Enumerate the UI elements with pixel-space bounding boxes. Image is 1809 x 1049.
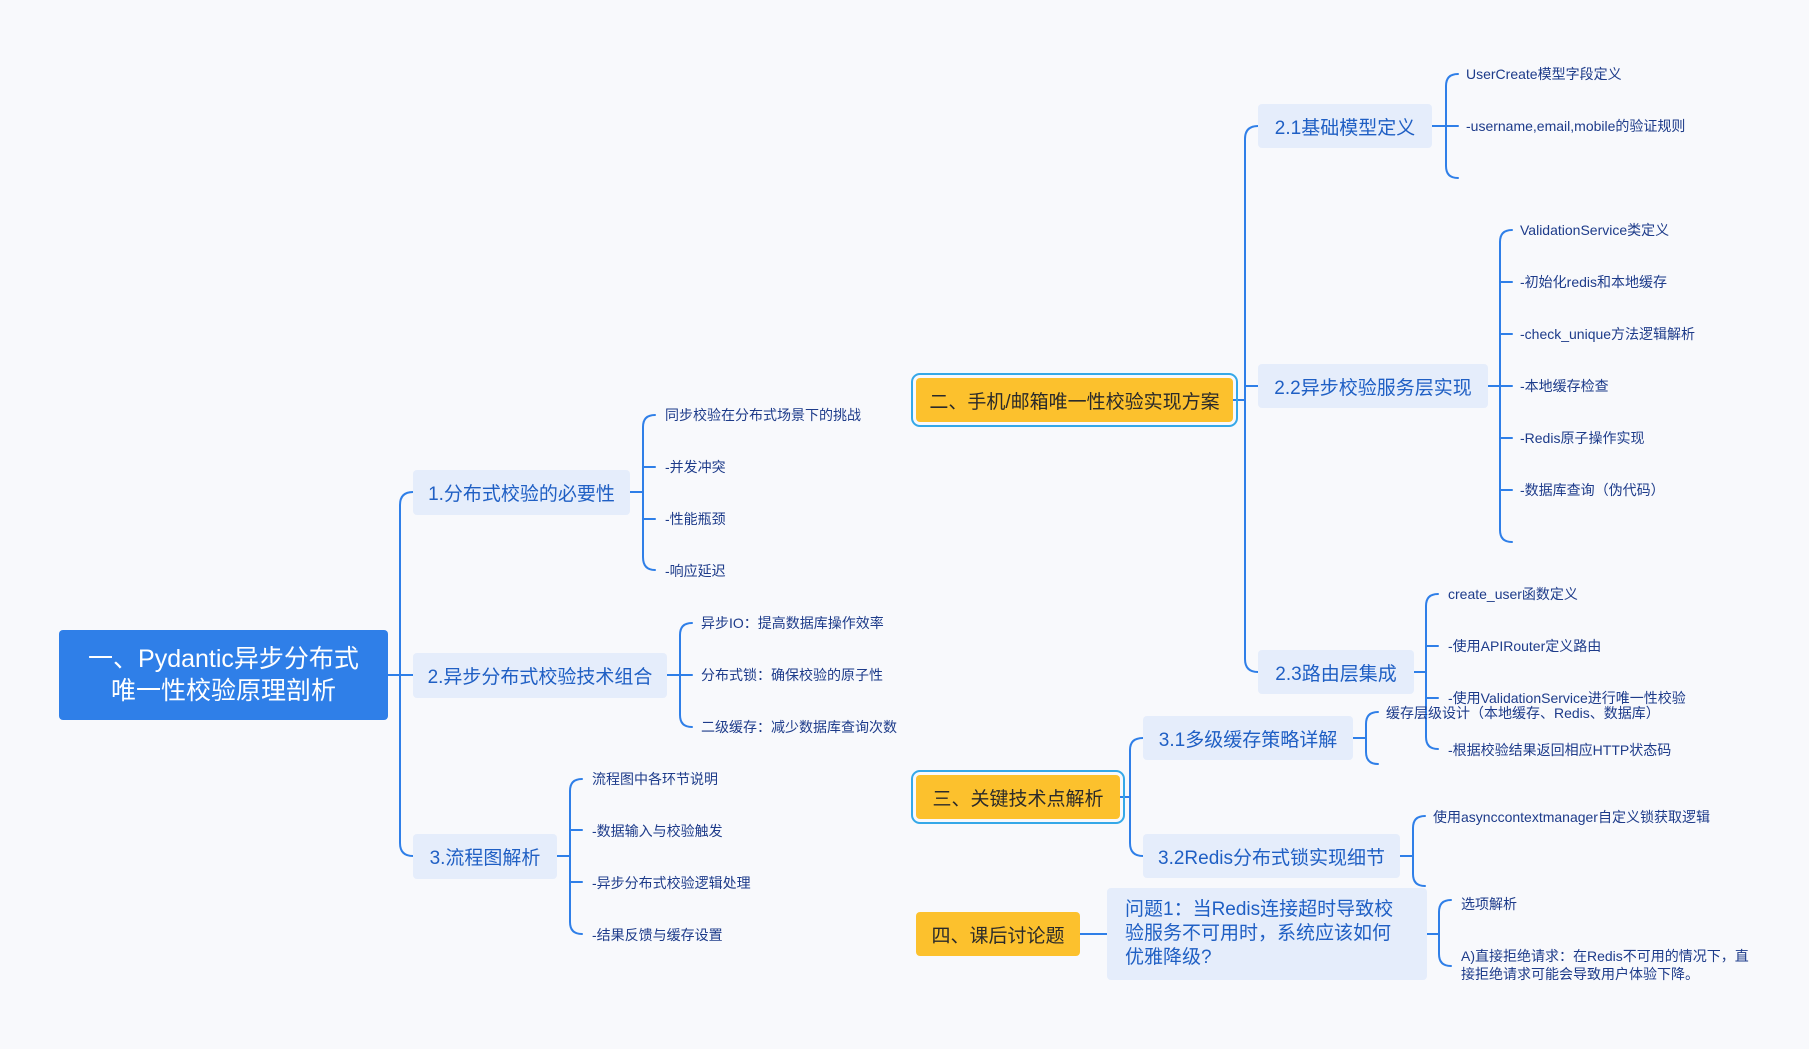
leaf-usercreate-fields: UserCreate模型字段定义 bbox=[1466, 66, 1622, 82]
leaf-sync-challenge: 同步校验在分布式场景下的挑战 bbox=[665, 407, 861, 423]
leaf-cache-levels: 缓存层级设计（本地缓存、Redis、数据库） bbox=[1386, 705, 1660, 721]
section-unique-check-impl[interactable]: 二、手机/邮箱唯一性校验实现方案 bbox=[911, 373, 1238, 427]
leaf-data-input: -数据输入与校验触发 bbox=[592, 823, 723, 839]
leaf-use-validationservice: -使用ValidationService进行唯一性校验 bbox=[1448, 690, 1686, 706]
branch-distributed-necessity[interactable]: 1.分布式校验的必要性 bbox=[413, 470, 630, 515]
leaf-validationservice-class: ValidationService类定义 bbox=[1520, 222, 1670, 238]
leaf-latency: -响应延迟 bbox=[665, 563, 726, 579]
leaf-performance: -性能瓶颈 bbox=[665, 511, 726, 527]
connector-s23-leaf bbox=[1425, 645, 1439, 699]
root-topic[interactable]: 一、Pydantic异步分布式唯一性校验原理剖析 bbox=[59, 630, 388, 720]
connector-s3-spine bbox=[1129, 737, 1144, 857]
leaf-db-query: -数据库查询（伪代码） bbox=[1520, 482, 1665, 498]
question-1[interactable]: 问题1：当Redis连接超时导致校验服务不可用时，系统应该如何优雅降级? bbox=[1107, 888, 1427, 980]
section-discussion[interactable]: 四、课后讨论题 bbox=[916, 912, 1080, 956]
leaf-apirouter: -使用APIRouter定义路由 bbox=[1448, 638, 1602, 654]
connector-q1-spine bbox=[1438, 899, 1452, 967]
leaf-redis-atomic: -Redis原子操作实现 bbox=[1520, 430, 1645, 446]
connector-s31-spine bbox=[1365, 711, 1379, 765]
branch-flowchart-analysis[interactable]: 3.流程图解析 bbox=[413, 834, 557, 879]
subsection-base-model[interactable]: 2.1基础模型定义 bbox=[1258, 104, 1432, 148]
subsection-redis-lock[interactable]: 3.2Redis分布式锁实现细节 bbox=[1143, 834, 1400, 878]
connector-b1-spine bbox=[642, 414, 656, 571]
leaf-flow-steps: 流程图中各环节说明 bbox=[592, 771, 718, 787]
branch-async-tech-combo[interactable]: 2.异步分布式校验技术组合 bbox=[413, 653, 667, 698]
leaf-async-io: 异步IO：提高数据库操作效率 bbox=[701, 615, 884, 631]
leaf-http-status: -根据校验结果返回相应HTTP状态码 bbox=[1448, 742, 1672, 758]
leaf-asynccontextmanager: 使用asynccontextmanager自定义锁获取逻辑 bbox=[1433, 809, 1710, 825]
leaf-feedback-cache: -结果反馈与缓存设置 bbox=[592, 927, 723, 943]
leaf-option-analysis: 选项解析 bbox=[1461, 896, 1517, 912]
leaf-check-unique: -check_unique方法逻辑解析 bbox=[1520, 326, 1696, 342]
subsection-multilevel-cache[interactable]: 3.1多级缓存策略详解 bbox=[1143, 716, 1353, 760]
leaf-async-logic: -异步分布式校验逻辑处理 bbox=[592, 875, 751, 891]
leaf-two-level-cache: 二级缓存：减少数据库查询次数 bbox=[701, 719, 897, 735]
leaf-option-a: A)直接拒绝请求：在Redis不可用的情况下，直接拒绝请求可能会导致用户体验下降… bbox=[1461, 948, 1749, 982]
connector-s22-leaf bbox=[1499, 281, 1513, 491]
connector-b3-spine bbox=[569, 778, 583, 935]
connector-s23-spine bbox=[1425, 593, 1439, 750]
leaf-local-cache-check: -本地缓存检查 bbox=[1520, 378, 1609, 394]
section-key-points[interactable]: 三、关键技术点解析 bbox=[911, 770, 1125, 824]
leaf-create-user: create_user函数定义 bbox=[1448, 586, 1578, 602]
connector-s2-spine bbox=[1244, 125, 1259, 673]
leaf-init-redis: -初始化redis和本地缓存 bbox=[1520, 274, 1668, 290]
leaf-validation-rules: -username,email,mobile的验证规则 bbox=[1466, 118, 1686, 134]
subsection-router[interactable]: 2.3路由层集成 bbox=[1258, 650, 1414, 694]
leaf-distributed-lock: 分布式锁：确保校验的原子性 bbox=[701, 667, 883, 683]
connector-s32-spine bbox=[1412, 815, 1426, 887]
leaf-concurrency: -并发冲突 bbox=[665, 459, 726, 475]
subsection-async-service[interactable]: 2.2异步校验服务层实现 bbox=[1258, 364, 1488, 408]
